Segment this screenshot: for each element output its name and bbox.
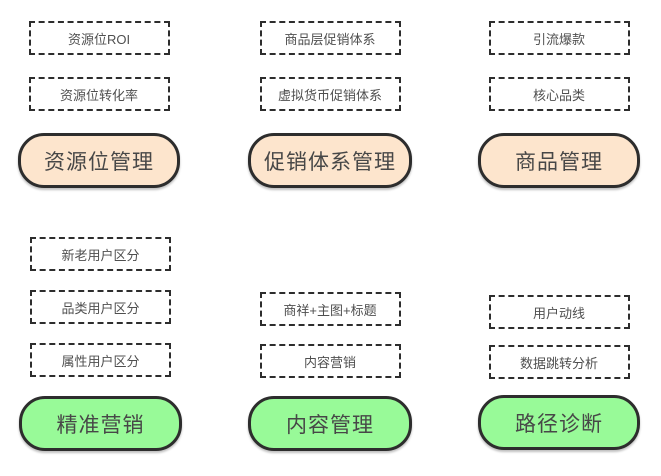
node-attribute-user-segment: 属性用户区分 [30, 343, 171, 377]
node-detail-mainimage-title: 商祥+主图+标题 [259, 292, 401, 326]
node-new-old-user-segment: 新老用户区分 [30, 237, 171, 271]
node-resource-conversion: 资源位转化率 [28, 77, 170, 111]
group-product: 引流爆款 核心品类 商品管理 [478, 21, 640, 188]
group-resource-position: 资源位ROI 资源位转化率 资源位管理 [18, 21, 180, 188]
group-promotion-system: 商品层促销体系 虚拟货币促销体系 促销体系管理 [248, 21, 412, 188]
node-product-level-promotion: 商品层促销体系 [259, 21, 401, 55]
node-data-jump-analysis: 数据跳转分析 [488, 345, 630, 379]
node-resource-roi: 资源位ROI [28, 21, 170, 55]
pill-resource-management: 资源位管理 [18, 133, 180, 188]
pill-promotion-system-management: 促销体系管理 [248, 133, 412, 188]
pill-product-management: 商品管理 [478, 133, 640, 188]
pill-path-diagnosis: 路径诊断 [478, 395, 640, 450]
node-user-movement-line: 用户动线 [488, 295, 630, 329]
group-precision-marketing: 新老用户区分 品类用户区分 属性用户区分 精准营销 [19, 237, 182, 451]
node-traffic-hot-items: 引流爆款 [488, 21, 630, 55]
node-virtual-currency-promotion: 虚拟货币促销体系 [259, 77, 401, 111]
pill-precision-marketing: 精准营销 [19, 396, 182, 451]
group-path-diagnosis: 用户动线 数据跳转分析 路径诊断 [478, 295, 640, 450]
node-core-category: 核心品类 [488, 77, 630, 111]
node-content-marketing: 内容营销 [259, 344, 401, 378]
group-content-management: 商祥+主图+标题 内容营销 内容管理 [248, 292, 412, 451]
node-category-user-segment: 品类用户区分 [30, 290, 171, 324]
pill-content-management: 内容管理 [248, 396, 412, 451]
